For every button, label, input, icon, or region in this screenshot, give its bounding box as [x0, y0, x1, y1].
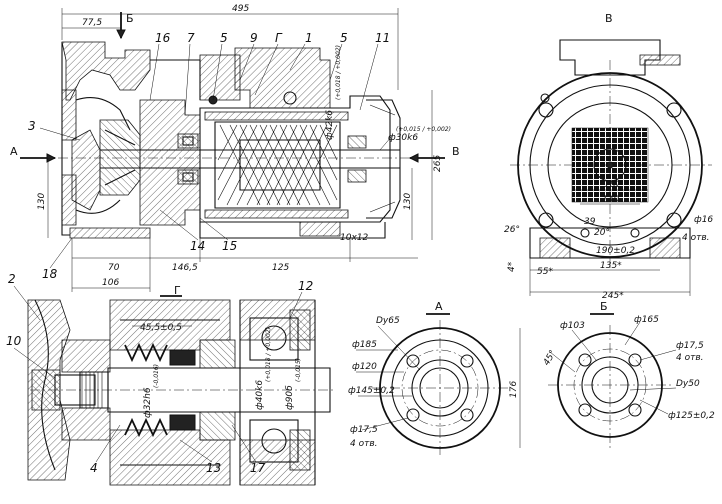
- callout-11: 11: [375, 31, 390, 45]
- dim-slot: 10x12: [340, 233, 369, 243]
- callout-17: 17: [250, 461, 266, 475]
- flange-b-title: Б: [600, 300, 608, 313]
- callout-13: 13: [206, 461, 221, 475]
- section-mark-a: A: [10, 145, 18, 158]
- flange-a-view: А Dy65 ф185 ф120 ф145±0,2 ф17,5 4 отв. 1…: [348, 300, 521, 455]
- dim-g-45: 45,5±0,5: [140, 323, 182, 333]
- dim-g-40: ф40k6: [255, 380, 265, 410]
- fit-shaft-main: ф42k6: [325, 110, 335, 140]
- dim-125: 125: [272, 263, 289, 273]
- dim-b-angle: 45°: [542, 349, 559, 368]
- callout-18: 18: [42, 267, 58, 281]
- callout-7: 7: [187, 31, 195, 45]
- dim-a-dn: Dy65: [376, 316, 400, 326]
- dim-v-182: 182: [604, 180, 621, 190]
- callout-1: 1: [305, 31, 313, 45]
- dim-g-32: ф32h6: [143, 387, 153, 418]
- callout-5a: 5: [220, 31, 228, 45]
- dim-v-20: 20°: [594, 228, 610, 238]
- dim-height: 265: [433, 155, 443, 172]
- callout-3: 3: [28, 119, 36, 133]
- dim-a-176: 176: [509, 381, 519, 398]
- dim-70: 70: [108, 263, 120, 273]
- dim-g-90: ф90б: [285, 385, 295, 410]
- callout-4: 4: [90, 461, 98, 475]
- dim-b-dn: Dy50: [676, 379, 700, 389]
- dim-a-17: ф17,5: [350, 425, 378, 435]
- dim-v-55: 55*: [537, 267, 553, 277]
- dim-a-holes: 4 отв.: [350, 439, 378, 449]
- dim-b-125: ф125±0,2: [668, 411, 715, 421]
- dim-height-left: 130: [37, 193, 47, 210]
- dim-v-245: 245*: [602, 291, 624, 301]
- section-mark-b-right: B: [452, 145, 460, 158]
- dim-flange-length: 77,5: [82, 18, 102, 28]
- callout-5b: 5: [340, 31, 348, 45]
- view-v-title: В: [605, 12, 613, 25]
- dim-b-165: ф165: [634, 315, 659, 325]
- dim-g-40-tol: (+0,018 / +0,002): [265, 327, 272, 382]
- dim-a-185: ф185: [352, 340, 377, 350]
- dim-106: 106: [102, 278, 119, 288]
- callout-9: 9: [250, 31, 258, 45]
- dim-overall: 495: [232, 4, 249, 14]
- fit-shaft-main-tol: (+0,018 / +0,002): [335, 45, 342, 100]
- fit-shaft-end: ф30k6: [388, 133, 418, 143]
- dim-b-holes: 4 отв.: [676, 353, 704, 363]
- callout-14: 14: [190, 239, 205, 253]
- dim-v-26: 26°: [504, 225, 520, 235]
- dim-g-32-tol: (-0,016): [153, 364, 160, 388]
- flange-a-title: А: [435, 300, 443, 313]
- flange-b-view: Б ф103 ф165 ф17,5 4 отв. Dy50 ф125±0,2 4…: [542, 300, 715, 448]
- callout-16: 16: [155, 31, 171, 45]
- fit-shaft-end-tol: (+0,015 / +0,002): [396, 126, 451, 133]
- callout-15: 15: [222, 239, 237, 253]
- callout-g: Г: [275, 31, 283, 45]
- main-section-view: 495 77,5 Б: [10, 4, 460, 297]
- dim-height-right: 130: [403, 193, 413, 210]
- dim-v-140: 140: [602, 195, 619, 205]
- dim-a-120: ф120: [352, 362, 377, 372]
- dim-v-16-count: 4 отв.: [682, 233, 710, 243]
- dim-v-4: 4*: [507, 261, 517, 272]
- detail-g: 45,5±0,5 ф32h6 (-0,016) ф40k6 (+0,018 / …: [6, 272, 335, 486]
- dim-b-103: ф103: [560, 321, 585, 331]
- dim-g-90-tol: (-0,015): [295, 358, 302, 382]
- dim-v-39: 39: [584, 217, 596, 227]
- section-mark-b: Б: [126, 12, 134, 25]
- dim-b-17: ф17,5: [676, 341, 704, 351]
- section-mark-g-detail: Г: [174, 284, 181, 297]
- dim-v-16: ф16: [694, 215, 713, 225]
- dim-v-190: 190±0,2: [596, 246, 635, 256]
- dim-v-135: 135*: [600, 261, 622, 271]
- dim-146: 146,5: [172, 263, 198, 273]
- view-v: В 182 140 39 20° 26° ф16 4 отв.: [504, 12, 713, 301]
- callout-12: 12: [298, 279, 313, 293]
- dim-a-145: ф145±0,2: [348, 386, 395, 396]
- callout-2: 2: [8, 272, 16, 286]
- callout-10: 10: [6, 334, 22, 348]
